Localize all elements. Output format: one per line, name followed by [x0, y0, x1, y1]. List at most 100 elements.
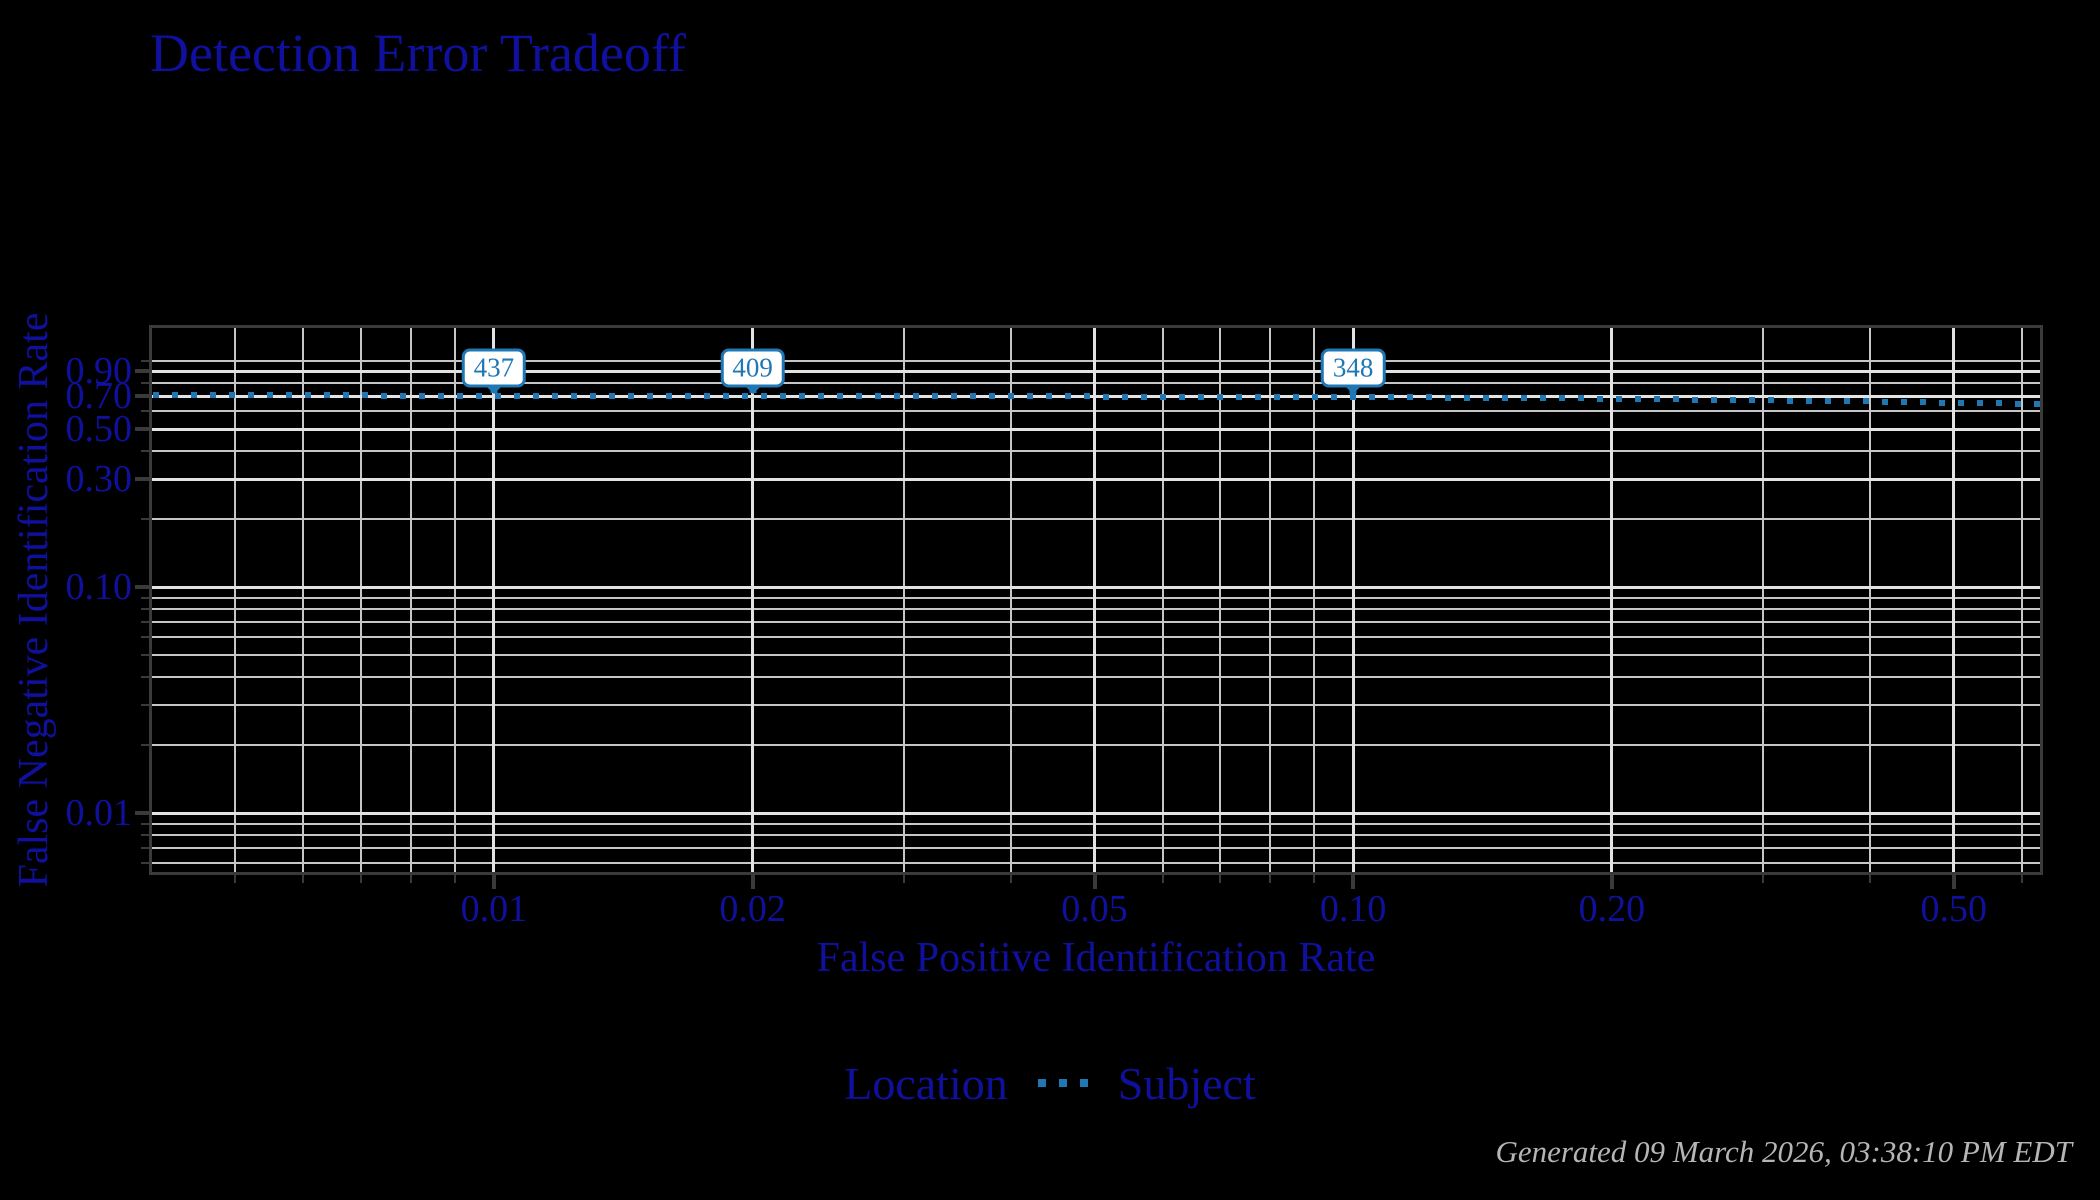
- annotation-anchor-dot: [1349, 387, 1357, 395]
- subject-curve-dot: [932, 393, 938, 400]
- gridline-y-minor: [152, 518, 2040, 521]
- subject-curve-dot: [1464, 394, 1470, 401]
- subject-curve-dot: [2034, 401, 2040, 408]
- y-minor-tick: [141, 636, 149, 639]
- gridline-x-major: [1093, 328, 1096, 872]
- subject-curve-dot: [1787, 397, 1793, 404]
- subject-curve-dot: [1255, 393, 1261, 400]
- subject-curve-dot: [1312, 393, 1318, 400]
- subject-curve-dot: [1673, 396, 1679, 403]
- x-minor-tick: [1161, 875, 1164, 883]
- subject-curve-dot: [286, 392, 292, 399]
- x-minor-tick: [2020, 875, 2023, 883]
- x-minor-tick: [409, 875, 412, 883]
- subject-curve-dot: [514, 392, 520, 399]
- x-tick-label: 0.02: [719, 888, 786, 930]
- subject-curve-dot: [1521, 394, 1527, 401]
- legend: Location Subject: [0, 1052, 2100, 1114]
- annotation-label-437: 437: [461, 348, 527, 388]
- plot-frame: [149, 325, 2043, 875]
- y-minor-tick: [141, 834, 149, 837]
- x-major-tick: [1609, 875, 1614, 889]
- gridline-y-major: [152, 427, 2040, 431]
- subject-curve-dot: [1065, 393, 1071, 400]
- subject-curve-dot: [1749, 397, 1755, 404]
- subject-curve-dot: [590, 392, 596, 399]
- x-minor-tick: [902, 875, 905, 883]
- x-minor-tick: [1762, 875, 1765, 883]
- x-major-tick: [1951, 875, 1956, 889]
- subject-curve-dot: [381, 392, 387, 399]
- subject-curve-dot: [172, 392, 178, 399]
- subject-curve-dot: [875, 393, 881, 400]
- gridline-x-minor: [1161, 328, 1164, 872]
- subject-curve-dot: [1331, 394, 1337, 400]
- chart-title: Detection Error Tradeoff: [150, 23, 686, 83]
- legend-dot-icon: [1058, 1079, 1067, 1087]
- subject-curve-dot: [1084, 393, 1090, 400]
- subject-curve-dot: [1863, 398, 1869, 405]
- y-minor-tick: [141, 608, 149, 611]
- subject-curve-dot: [761, 393, 767, 400]
- subject-curve-dot: [438, 392, 444, 399]
- annotation-anchor-dot: [490, 385, 498, 393]
- subject-curve-dot: [723, 393, 729, 400]
- subject-curve-dot: [1996, 400, 2002, 407]
- subject-curve-dot: [1122, 393, 1128, 400]
- subject-curve-dot: [1578, 395, 1584, 402]
- subject-curve-dot: [1046, 393, 1052, 400]
- x-minor-tick: [359, 875, 362, 883]
- gridline-x-minor: [453, 328, 456, 872]
- subject-curve-dot: [1559, 395, 1565, 402]
- subject-curve-dot: [1369, 394, 1375, 401]
- subject-curve-dot: [248, 392, 254, 399]
- subject-curve-dot: [837, 393, 843, 400]
- gridline-y-minor: [152, 862, 2040, 865]
- subject-curve-dot: [818, 393, 824, 400]
- gridline-y-minor: [152, 834, 2040, 837]
- subject-curve-dot: [666, 392, 672, 399]
- subject-curve-dot: [742, 393, 748, 400]
- subject-curve-dot: [1692, 396, 1698, 403]
- subject-curve-dot: [1027, 393, 1033, 400]
- subject-curve-dot: [533, 392, 539, 399]
- legend-entry-subject: Subject: [1117, 1057, 1256, 1109]
- subject-curve-dot: [1654, 396, 1660, 403]
- subject-curve-dot: [1141, 393, 1147, 400]
- legend-dotted-line-sample: [1034, 1079, 1092, 1087]
- subject-curve-dot: [1844, 398, 1850, 405]
- subject-curve-dot: [267, 392, 273, 399]
- subject-curve-dot: [1103, 393, 1109, 400]
- y-minor-tick: [141, 518, 149, 521]
- subject-curve-dot: [1217, 393, 1223, 400]
- gridline-y-major: [152, 477, 2040, 481]
- subject-curve-dot: [1635, 395, 1641, 402]
- subject-curve-dot: [1958, 399, 1964, 406]
- gridline-x-minor: [409, 328, 412, 872]
- gridline-x-major: [492, 328, 496, 872]
- gridline-y-minor: [152, 636, 2040, 639]
- subject-curve-dot: [1730, 396, 1736, 403]
- gridline-y-minor: [152, 822, 2040, 825]
- subject-curve-dot: [495, 392, 501, 399]
- subject-curve-dot: [1274, 393, 1280, 400]
- y-major-tick: [135, 394, 149, 399]
- gridline-y-minor: [152, 596, 2040, 599]
- x-axis-title-text: False Positive Identification Rate: [816, 935, 1376, 981]
- subject-curve-dot: [1901, 399, 1907, 406]
- y-tick-label: 0.01: [65, 792, 133, 835]
- annotation-label-348: 348: [1320, 348, 1386, 388]
- subject-curve-dot: [229, 392, 235, 399]
- gridline-x-minor: [302, 328, 305, 872]
- subject-curve-dot: [1426, 394, 1432, 401]
- subject-curve-dot: [1388, 394, 1394, 401]
- legend-dot-icon: [1037, 1079, 1046, 1087]
- x-tick-label: 0.10: [1319, 888, 1387, 930]
- gridline-y-minor: [152, 847, 2040, 850]
- gridline-y-minor: [152, 608, 2040, 611]
- subject-curve-dot: [2015, 400, 2021, 407]
- gridline-x-minor: [1010, 328, 1013, 872]
- subject-curve-dot: [1920, 399, 1926, 406]
- subject-curve-dot: [1407, 394, 1413, 401]
- subject-curve-dot: [324, 392, 330, 399]
